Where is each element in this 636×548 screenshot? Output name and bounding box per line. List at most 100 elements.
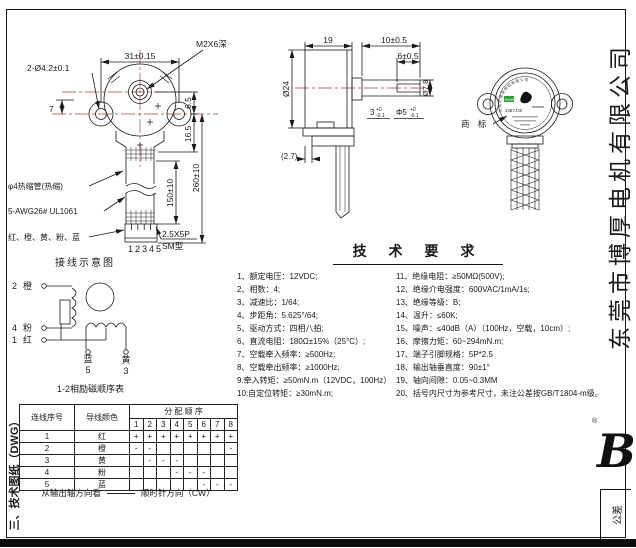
wire-spec-label: 5-AWG26# UL1061: [8, 207, 78, 216]
side-flange: [302, 127, 355, 137]
coil-vertical: [71, 287, 77, 328]
tech-item: 1、额定电压：12VDC;: [237, 272, 318, 281]
dim-flat-value: 3: [370, 108, 375, 117]
tech-item: 3、减速比：1/64;: [237, 298, 300, 307]
dim-16-5-label: 16.5: [183, 125, 193, 142]
shaft-boss: [128, 80, 152, 104]
side-body: [304, 49, 353, 129]
side-wires: [335, 146, 350, 219]
screw-hole: [135, 87, 145, 97]
svg-text:4: 4: [12, 323, 17, 333]
table-row: 2 橙 - - -: [19, 442, 239, 455]
badge-model: 24BYJ48: [505, 108, 523, 113]
wiring-diagram: 2 橙 4 粉 1 红 蓝 5 黄 3 1-2相励磁顺序表: [12, 280, 131, 394]
terminal-labels: 2 橙 4 粉 1 红 蓝 5 黄 3: [12, 280, 131, 376]
front-view-caption: 接线示意图: [55, 256, 115, 269]
screw-label: M2X6深: [196, 39, 227, 49]
badge-logo-icon: [520, 91, 532, 104]
col-header-wire-color: 导线颜色: [74, 404, 130, 431]
holes-label: 2-Ø4.2±0.1: [27, 63, 70, 73]
centerlines: [52, 50, 218, 167]
tech-item: 19、轴向间隙：0.05~0.3MM: [396, 376, 498, 385]
tech-requirements-title: 技 术 要 求: [332, 241, 504, 265]
step-header: 6: [196, 418, 211, 431]
tech-item: 17、端子引脚规格：5P*2.5: [396, 350, 493, 359]
tech-item: 18、输出轴垂直度：90±1°: [396, 363, 490, 372]
tech-item: 2、相数：4;: [237, 285, 281, 294]
side-view-drawing: 19 10±0.5 6±0.5 Ø24 Ø7.8 3 +0 -0.1 Φ5 +0…: [281, 35, 434, 219]
step-header: 4: [169, 418, 184, 431]
svg-text:黄: 黄: [121, 354, 130, 365]
section-label-vertical: 三、技术图纸（DWG）: [9, 415, 21, 531]
svg-text:+0: +0: [410, 107, 416, 113]
tech-item: 12、绝缘介电强度：600VAC/1mA/1s;: [396, 285, 530, 294]
table-row: 3 黄 - - -: [19, 454, 239, 467]
tech-item: 10:自定位转矩：≥30mN.m;: [237, 389, 333, 398]
svg-text:-0.1: -0.1: [410, 113, 419, 119]
svg-text:粉: 粉: [23, 322, 32, 333]
dim-d78-label: Ø7.8: [421, 80, 430, 96]
svg-text:红: 红: [23, 334, 32, 345]
col-header-wire-no: 连线序号: [19, 404, 75, 431]
tech-requirements-left-column: 1、额定电压：12VDC; 2、相数：4; 3、减速比：1/64; 4、步距角：…: [232, 270, 396, 400]
rohs-label: RoHS: [505, 98, 515, 102]
footnote-left: 从输出轴方向看: [41, 488, 101, 498]
col-header-order: 分 配 顺 序: [128, 404, 239, 419]
tech-item: 16、摩擦力矩：60~294mN.m;: [396, 337, 504, 346]
wiring-caption: 1-2相励磁顺序表: [57, 383, 124, 394]
table-row: 1 红 + + + + + + + +: [19, 430, 239, 443]
trademark-label: 商 标: [461, 119, 489, 129]
table-row: 5 蓝 - - -: [19, 478, 239, 491]
svg-text:蓝: 蓝: [83, 353, 92, 364]
registered-mark: ®: [592, 417, 598, 425]
step-header: 8: [223, 418, 239, 431]
svg-text:-0.1: -0.1: [376, 113, 385, 119]
footnote-line: [106, 492, 135, 494]
rear-body: [489, 67, 561, 139]
table-footnote: 从输出轴方向看 顺时针方向（CW）: [19, 487, 237, 499]
dim-260-label: 260±10: [191, 164, 201, 193]
step-header: 2: [142, 418, 157, 431]
tech-item: 4、步距角：5.625°/64;: [237, 311, 319, 320]
dim-offset-label: 7: [49, 104, 54, 114]
badge-outer: [494, 72, 556, 134]
left-ear-hole: [95, 108, 107, 120]
svg-text:5: 5: [85, 365, 90, 375]
tech-requirements: 技 术 要 求 1、额定电压：12VDC; 2、相数：4; 3、减速比：1/64…: [232, 241, 604, 400]
tech-item: 7、空载牵入频率：≥500Hz;: [237, 350, 336, 359]
cross-marks: [137, 103, 161, 148]
step-header: 7: [210, 418, 225, 431]
excitation-sequence-table: 连线序号 导线颜色 分 配 顺 序 1 2 3 4 5 6 7 8 1 红 + …: [19, 404, 239, 491]
svg-text:1: 1: [12, 335, 17, 345]
svg-text:橙: 橙: [23, 280, 32, 291]
braid-top: [126, 147, 154, 161]
connector-spec-2: SM型: [162, 241, 184, 251]
company-logo: ® B: [592, 417, 636, 478]
dim-6-5-label: 6.5: [183, 97, 193, 109]
dim-width-label: 31±0.15: [125, 51, 156, 61]
shaft-boss-side: [351, 77, 363, 101]
step-header: 1: [129, 418, 144, 431]
tech-requirements-right-column: 11、绝缘电阻：≥50MΩ(500V); 12、绝缘介电强度：600VAC/1m…: [396, 270, 603, 400]
braid-bottom: [126, 210, 154, 224]
svg-text:+0: +0: [376, 107, 382, 113]
shaft: [362, 79, 421, 97]
footnote-right: 顺时针方向（CW）: [140, 488, 215, 498]
sheet-border: [6, 9, 626, 538]
dim-10-label: 10±0.5: [381, 35, 407, 45]
company-name-vertical: 东莞市博厚电机有限公司: [607, 42, 633, 350]
tolerance-box: 公差: [600, 489, 631, 539]
dim-d24-label: Ø24: [281, 81, 291, 97]
rotor: [85, 282, 115, 312]
bottom-border-bar: [0, 539, 636, 547]
tech-item: 8、空载牵出频率：≥1000Hz;: [237, 363, 340, 372]
rear-wires: [510, 148, 540, 211]
sleeve-label: φ4热缩管(热缩): [8, 181, 63, 191]
connector-pins-label: 12345: [128, 244, 163, 254]
right-ear-hole: [173, 108, 185, 120]
dim-19-label: 19: [323, 35, 333, 45]
connector-spec-1: 2.5X5P: [162, 229, 190, 239]
tech-item: 20、括号内尺寸为参考尺寸，未注公差按GB/T1804-m级。: [396, 389, 603, 398]
dim-150-label: 150±10: [165, 179, 175, 208]
